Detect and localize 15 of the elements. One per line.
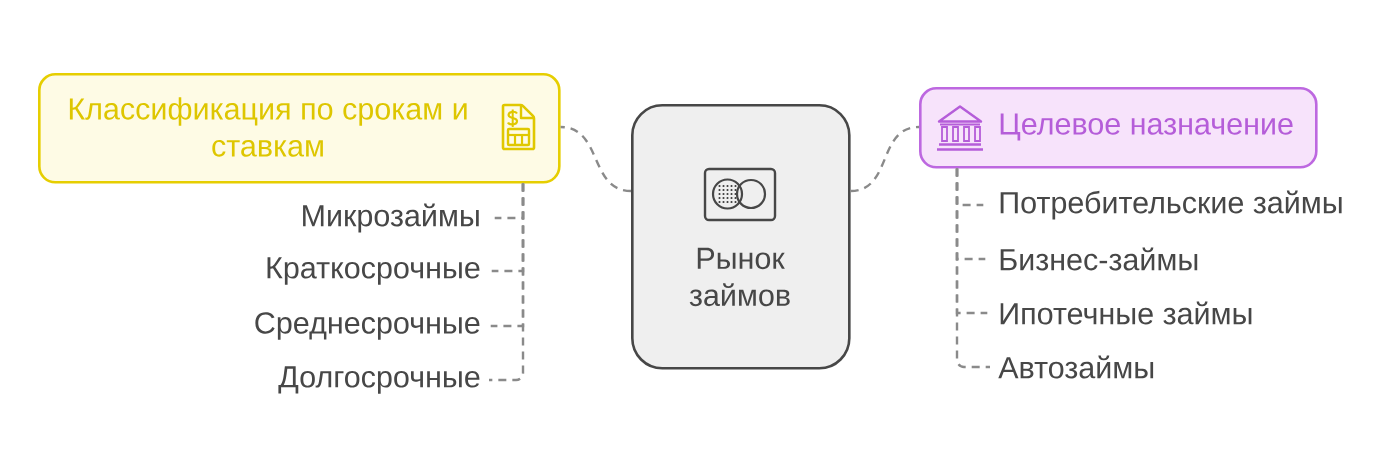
- list-item: Долгосрочные: [278, 366, 480, 394]
- list-item: Микрозаймы: [303, 203, 479, 233]
- process-box: Рынок займов: [631, 104, 851, 370]
- list-item: Среднесрочные: [255, 312, 480, 340]
- connector: [850, 125, 920, 193]
- list-item: Краткосрочные: [267, 257, 480, 285]
- list-item: Ипотечные займы: [1000, 301, 1252, 325]
- list-item: Автозаймы: [998, 355, 1154, 379]
- connector: [560, 125, 632, 193]
- list-item: Потребительские займы: [1000, 190, 1342, 220]
- connector: [489, 183, 525, 382]
- connector: [955, 168, 990, 369]
- list-item: Бизнес-займы: [1000, 247, 1198, 271]
- category-box: Целевое назначение: [919, 87, 1318, 169]
- category-box: Классификация по срокам и ставкам: [38, 73, 561, 184]
